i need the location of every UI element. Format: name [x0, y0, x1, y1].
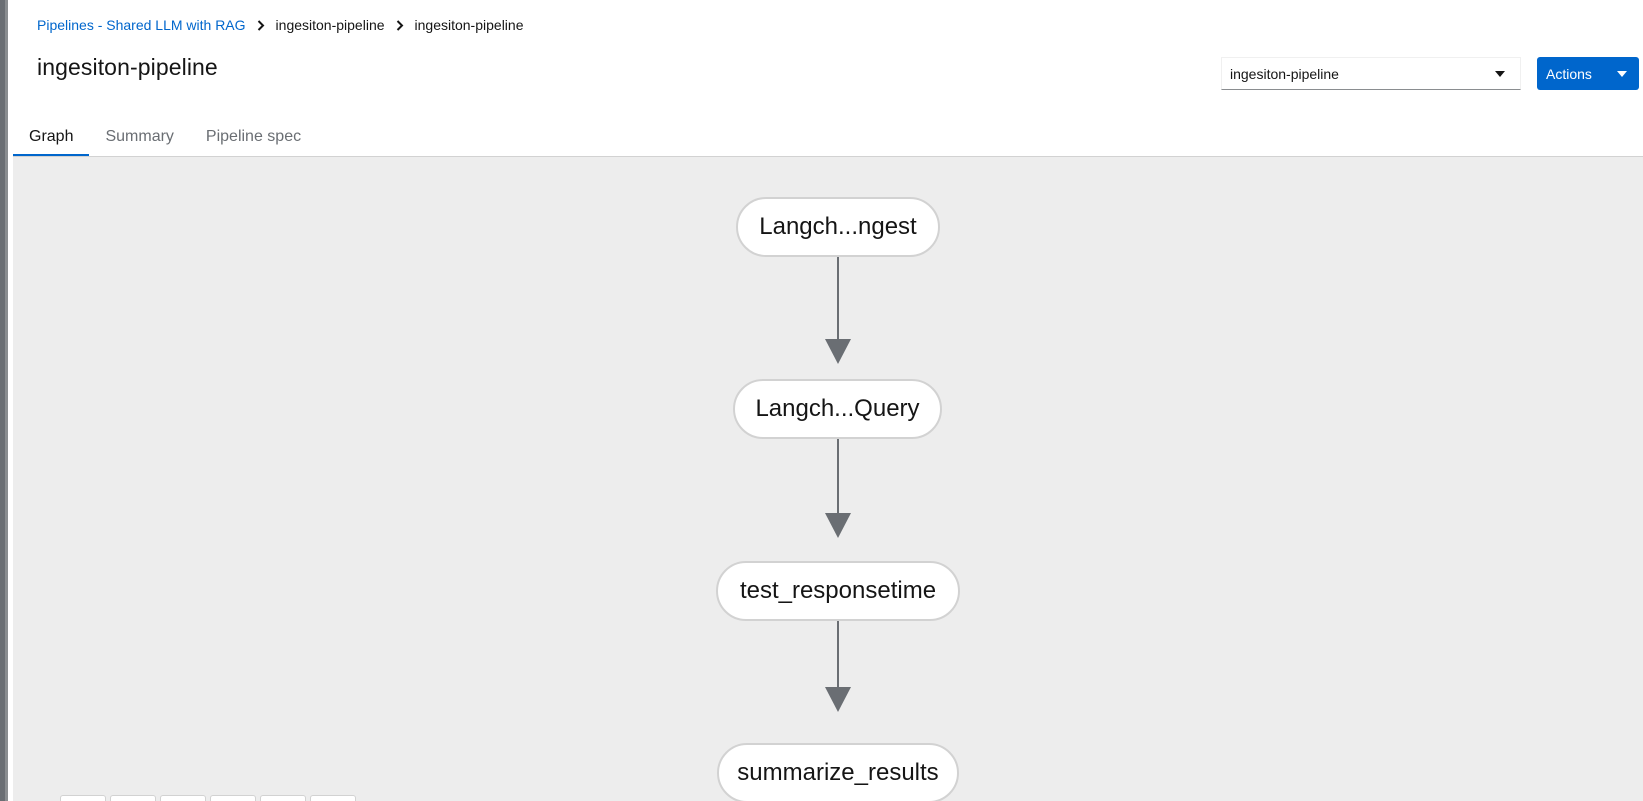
zoom-out-button[interactable] [110, 795, 156, 801]
actions-dropdown-button[interactable]: Actions [1537, 57, 1639, 90]
graph-node-test-responsetime[interactable]: test_responsetime [716, 561, 960, 621]
page-title: ingesiton-pipeline [37, 54, 218, 80]
chevron-right-icon [246, 19, 276, 31]
breadcrumb-link-pipelines[interactable]: Pipelines - Shared LLM with RAG [37, 17, 246, 33]
breadcrumb: Pipelines - Shared LLM with RAG ingesito… [37, 17, 523, 33]
tab-pipeline-spec[interactable]: Pipeline spec [205, 128, 302, 145]
collapse-button[interactable] [310, 795, 356, 801]
chevron-right-icon [385, 19, 415, 31]
left-edge-bar [0, 0, 8, 801]
pipeline-version-value: ingesiton-pipeline [1230, 65, 1339, 82]
actions-label: Actions [1546, 65, 1592, 82]
graph-node-summarize-results[interactable]: summarize_results [717, 743, 959, 801]
caret-down-icon [1605, 70, 1639, 77]
pipeline-version-select[interactable]: ingesiton-pipeline [1221, 57, 1521, 90]
tab-graph[interactable]: Graph [13, 118, 90, 157]
tabs-divider [13, 156, 1643, 157]
edge-1 [825, 247, 851, 364]
pipeline-graph-canvas[interactable]: Langch...ngest Langch...Query test_respo… [13, 157, 1643, 801]
graph-node-langchain-query[interactable]: Langch...Query [733, 379, 942, 439]
tab-bar: Graph Summary Pipeline spec [13, 118, 317, 158]
reset-view-button[interactable] [210, 795, 256, 801]
breadcrumb-item-pipeline: ingesiton-pipeline [275, 17, 385, 33]
fit-to-screen-button[interactable] [160, 795, 206, 801]
expand-button[interactable] [260, 795, 306, 801]
graph-node-langchain-ingest[interactable]: Langch...ngest [736, 197, 940, 257]
caret-down-icon [1488, 70, 1512, 77]
tab-summary[interactable]: Summary [105, 128, 174, 145]
graph-zoom-controls [60, 795, 356, 801]
breadcrumb-item-version: ingesiton-pipeline [414, 17, 524, 33]
zoom-in-button[interactable] [60, 795, 106, 801]
